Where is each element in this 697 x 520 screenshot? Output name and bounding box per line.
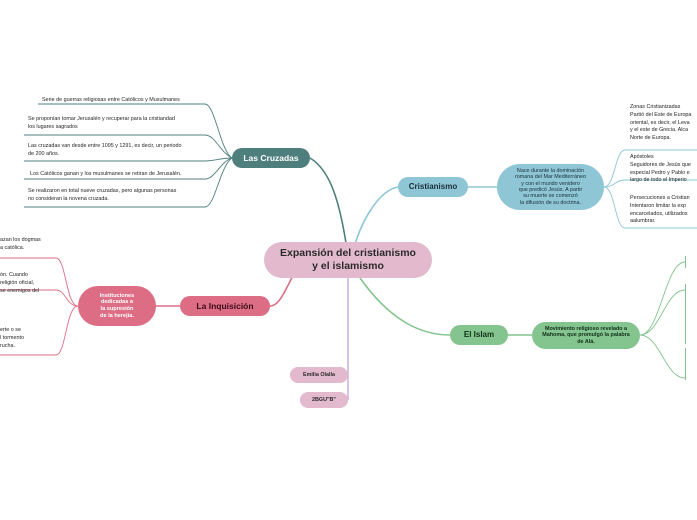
inquisicion-detail-3: erte o se l tormento rucha. [0, 327, 24, 349]
cruzadas-detail-3: Las cruzadas van desde entre 1095 y 1291… [28, 143, 182, 157]
cruzadas-detail-1: Serie de guerras religiosas entre Católi… [42, 97, 180, 103]
group-label[interactable]: 2BGU"B" [300, 392, 348, 408]
inquisicion-summary[interactable]: Instituciones dedicadas a la supresión d… [78, 286, 156, 326]
inquisicion-detail-2: ón. Cuando religión oficial, se enemigos… [0, 272, 40, 294]
islam-branch-stub-1 [685, 256, 697, 268]
topic-islam[interactable]: El Islam [450, 325, 508, 345]
islam-branch-stub-2 [685, 284, 697, 344]
author-label[interactable]: Emilia Olalla [290, 367, 348, 383]
cruzadas-detail-4: Los Católicos ganan y los musulmanes se … [30, 171, 182, 177]
root-topic[interactable]: Expansión del cristianismo y el islamism… [264, 242, 432, 278]
cristianismo-detail-3: Persecuciones a Cristian Intentaron limi… [630, 195, 690, 225]
inquisicion-detail-1: azan los dogmas a católica. [0, 237, 41, 251]
cruzadas-detail-5: Se realizaron en total nueve cruzadas, p… [28, 188, 177, 202]
root-title-line2: y el islamismo [312, 260, 384, 272]
topic-cruzadas[interactable]: Las Cruzadas [232, 148, 310, 168]
topic-inquisicion[interactable]: La Inquisición [180, 296, 270, 316]
cruzadas-detail-2: Se proponían tomar Jerusalén y recuperar… [28, 116, 175, 130]
topic-cristianismo[interactable]: Cristianismo [398, 177, 468, 197]
root-title-line1: Expansión del cristianismo [280, 247, 416, 260]
islam-branch-stub-3 [685, 348, 697, 380]
cristianismo-detail-2: Apóstoles Seguidores de Jesús que especi… [630, 154, 691, 184]
cristianismo-summary[interactable]: Nace durante la dominación romana del Ma… [497, 164, 604, 210]
islam-summary[interactable]: Movimiento religioso revelado a Mahoma, … [532, 322, 640, 349]
cristianismo-detail-1: Zonas Cristianizadas Partió del Este de … [630, 104, 692, 142]
